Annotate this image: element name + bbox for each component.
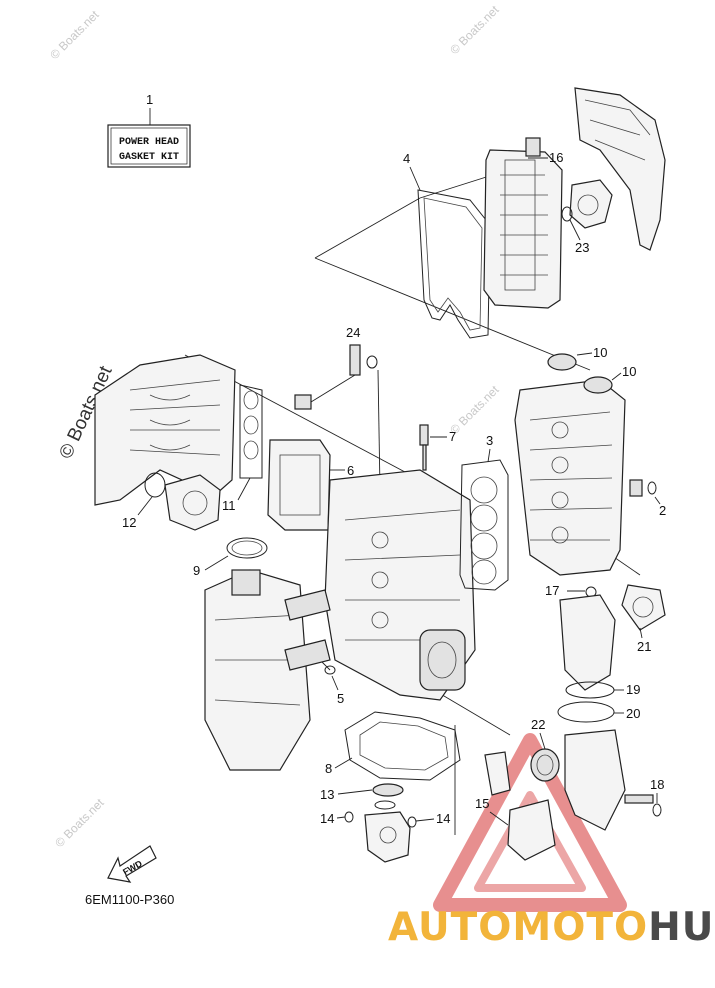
callout-18: 18 <box>650 777 664 792</box>
callout-9: 9 <box>193 563 200 578</box>
callout-8: 8 <box>325 761 332 776</box>
top-cover-assembly[interactable] <box>417 87 666 339</box>
callout-15: 15 <box>475 796 489 811</box>
callout-1: 1 <box>146 92 153 107</box>
callout-7: 7 <box>449 429 456 444</box>
callout-13: 13 <box>320 787 334 802</box>
callout-10b: 10 <box>622 364 636 379</box>
callout-17: 17 <box>545 583 559 598</box>
fwd-arrow-icon: FWD <box>107 845 157 883</box>
callout-14a: 14 <box>320 811 334 826</box>
cylinder-head[interactable] <box>514 353 657 576</box>
callout-20: 20 <box>626 706 640 721</box>
callout-numbers: 1 16 4 23 24 10 10 7 3 6 11 2 12 9 17 21… <box>122 92 666 826</box>
callout-5: 5 <box>337 691 344 706</box>
brand-wordmark: AUTOMOTOHUB <box>388 905 715 950</box>
diagram-code: 6EM1100-P360 <box>85 892 174 907</box>
svg-text:AUTOMOTOHUB: AUTOMOTOHUB <box>388 905 715 950</box>
callout-2: 2 <box>659 503 666 518</box>
watermark-top-center: © Boats.net <box>447 2 502 57</box>
exhaust-assembly[interactable] <box>484 584 666 861</box>
intake-manifold[interactable] <box>94 354 331 531</box>
callout-21: 21 <box>637 639 651 654</box>
brand-part1: AUTOMOTO <box>388 905 648 950</box>
callout-24: 24 <box>346 325 360 340</box>
oil-pan-gasket[interactable] <box>344 711 461 781</box>
callout-14b: 14 <box>436 811 450 826</box>
kit-label-line1: POWER HEAD <box>119 137 179 148</box>
cylinder-block[interactable] <box>294 344 476 701</box>
lower-seal-assembly[interactable] <box>344 783 417 863</box>
callout-10a: 10 <box>593 345 607 360</box>
callout-23: 23 <box>575 240 589 255</box>
callout-3: 3 <box>486 433 493 448</box>
callout-22: 22 <box>531 717 545 732</box>
watermark-bottom-left: © Boats.net <box>52 795 107 850</box>
head-gasket[interactable] <box>459 459 509 591</box>
callout-11: 11 <box>222 498 236 513</box>
callout-19: 19 <box>626 682 640 697</box>
callout-6: 6 <box>347 463 354 478</box>
callout-4: 4 <box>403 151 410 166</box>
callout-12: 12 <box>122 515 136 530</box>
brand-part2: HUB <box>648 905 715 950</box>
callout-16: 16 <box>549 150 563 165</box>
crankcase-assembly[interactable] <box>204 537 336 771</box>
gasket-kit-box[interactable]: POWER HEAD GASKET KIT <box>107 108 191 168</box>
kit-label-line2: GASKET KIT <box>119 152 179 163</box>
watermark-top-left: © Boats.net <box>47 7 102 62</box>
brand-triangle-logo <box>433 733 627 912</box>
